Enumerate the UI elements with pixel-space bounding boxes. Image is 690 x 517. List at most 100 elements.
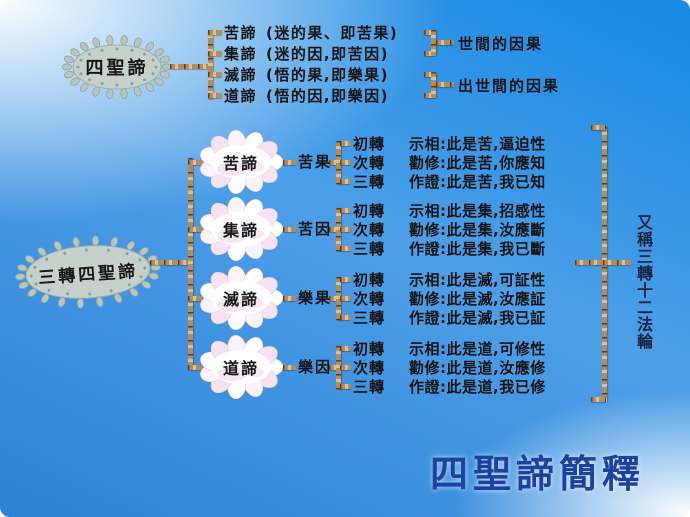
truth-desc: (迷的果、即苦果) [266, 24, 399, 42]
turn-line: 三轉 作證:此是集,我已斷 [353, 238, 546, 259]
turn-line: 三轉作證:此是道,我已修 [353, 376, 546, 397]
pipe-row3-bracket [336, 277, 341, 321]
turn-line: 初轉 示相:此是苦,逼迫性 [353, 133, 546, 154]
pipe-row3-t1 [340, 277, 351, 282]
pipe-top-stub-4 [208, 93, 222, 98]
pipe-group-a-bottom [424, 51, 436, 56]
turn-line: 次轉 勸修:此是道,汝應修 [353, 357, 546, 378]
pipe-top-stub-2 [208, 51, 222, 56]
turn-text: 作證:此是滅,我已証 [409, 309, 546, 327]
turn-text: 勸修:此是道,汝應修 [409, 359, 546, 377]
nature-label: 樂果 [298, 289, 333, 307]
turn-label: 三轉 [353, 378, 386, 396]
turn-line: 初轉 示相:此是滅,可証性 [353, 269, 546, 290]
pipe-row2-bracket [336, 208, 341, 252]
pipe-right-top-elbow [591, 125, 606, 130]
turn-text: 作證:此是集,我已斷 [409, 240, 546, 258]
truth-name: 集諦 [224, 45, 258, 63]
pipe-top-stub-3 [208, 72, 222, 77]
truth-name: 滅諦 [224, 66, 258, 84]
pipe-right-bottom-elbow [591, 397, 606, 402]
truth-desc: (悟的因,即樂因) [266, 87, 389, 105]
turn-text: 作證:此是苦,我已知 [409, 173, 546, 191]
pipe-group-b-out [436, 82, 454, 87]
turn-label: 初轉 [353, 271, 386, 289]
cloud-label: 滅諦 [222, 290, 259, 309]
truth-branch-row: 苦諦 (迷的果、即苦果) [224, 22, 398, 43]
turn-label: 次轉 [353, 154, 386, 172]
turn-label: 三轉 [353, 173, 386, 191]
turn-label: 初轉 [353, 340, 386, 358]
pipe-right-mid-stub [575, 260, 631, 265]
pipe-row2-t1 [340, 208, 351, 213]
pipe-group-a-bar [431, 30, 436, 56]
pipe-row1-branch [188, 160, 202, 165]
truth-branch-row: 滅諦 (悟的果,即樂果) [224, 64, 389, 85]
truth-cloud [200, 265, 284, 331]
cloud-label: 道諦 [222, 359, 259, 378]
pipe-row2-stub2 [329, 227, 338, 232]
pipe-group-b-top [424, 72, 436, 77]
pipe-row3-branch [188, 296, 202, 301]
pipe-top-trunk [208, 30, 213, 100]
turn-line: 次轉 勸修:此是苦,你應知 [353, 152, 546, 173]
turn-label: 次轉 [353, 359, 386, 377]
pipe-row3-stub1 [283, 296, 296, 301]
turn-label: 初轉 [353, 202, 386, 220]
pipe-row2-branch [188, 227, 202, 232]
pipe-mid-trunk [188, 158, 193, 370]
pipe-row1-t1 [340, 141, 351, 146]
turn-line: 次轉 勸修:此是滅,汝應証 [353, 288, 546, 309]
turn-text: 勸修:此是滅,汝應証 [409, 290, 546, 308]
turn-line: 三轉作證:此是滅,我已証 [353, 307, 546, 328]
pipe-row4-t2 [340, 365, 351, 370]
pipe-mid-feed [150, 260, 192, 265]
pipe-row1-stub2 [329, 160, 338, 165]
truth-desc: (悟的果,即樂果) [266, 66, 389, 84]
turn-label: 次轉 [353, 290, 386, 308]
pipe-row2-stub1 [283, 227, 296, 232]
turn-text: 勸修:此是苦,你應知 [409, 154, 546, 172]
turn-text: 示相:此是集,招感性 [409, 202, 546, 220]
four-truths-oval-label: 四聖諦 [85, 58, 149, 79]
four-truths-oval [61, 35, 173, 99]
pipe-row4-stub2 [329, 365, 338, 370]
truth-cloud [200, 196, 284, 262]
pipe-row1-bracket [336, 141, 341, 185]
turn-text: 示相:此是苦,逼迫性 [409, 135, 546, 153]
pipe-row2-t2 [340, 227, 351, 232]
cloud-label: 苦諦 [222, 154, 259, 173]
nature-label: 苦果 [298, 153, 333, 171]
turn-label: 初轉 [353, 135, 386, 153]
turn-label: 次轉 [353, 221, 386, 239]
pipe-row3-stub2 [329, 296, 338, 301]
turn-text: 示相:此是滅,可証性 [409, 271, 546, 289]
pipe-row3-t3 [340, 315, 351, 320]
turn-label: 三轉 [353, 240, 386, 258]
turn-line: 三轉 作證:此是苦,我已知 [353, 171, 546, 192]
truth-name: 苦諦 [224, 24, 258, 42]
pipe-row3-t2 [340, 296, 351, 301]
nature-label: 樂因 [298, 358, 333, 376]
nature-label: 苦因 [298, 220, 333, 238]
side-note: 又稱三轉十二法輪 [634, 214, 653, 350]
turn-line: 初轉 示相:此是集,招感性 [353, 200, 546, 221]
group-label-transcendent: 出世間的因果 [458, 77, 561, 95]
truth-branch-row: 道諦(悟的因,即樂因) [224, 85, 389, 106]
pipe-row4-t1 [340, 346, 351, 351]
three-turnings-oval-label: 三轉四聖諦 [37, 261, 139, 288]
pipe-row1-t2 [340, 160, 351, 165]
truth-desc: (迷的因,即苦因) [266, 45, 389, 63]
pipe-row4-branch [188, 365, 202, 370]
pipe-row4-t3 [340, 384, 351, 389]
truth-cloud [200, 334, 284, 400]
three-turnings-oval [14, 235, 162, 309]
pipe-top-stub-1 [208, 30, 222, 35]
pipe-row4-stub1 [283, 365, 296, 370]
pipe-row1-t3 [340, 179, 351, 184]
pipe-group-b-bar [431, 72, 436, 98]
turn-line: 次轉勸修:此是集,汝應斷 [353, 219, 546, 240]
group-label-worldly: 世間的因果 [458, 35, 544, 53]
pipe-row4-bracket [336, 346, 341, 390]
